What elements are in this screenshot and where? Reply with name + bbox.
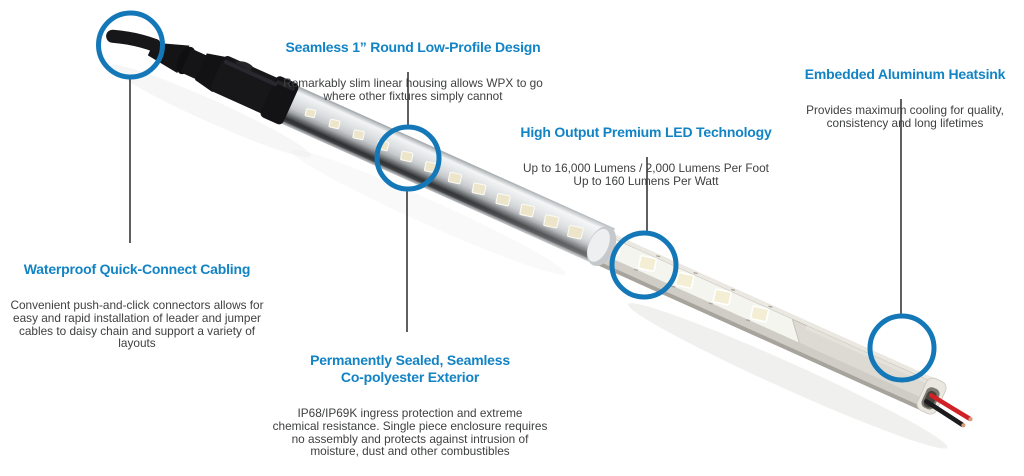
- callout-body: Up to 16,000 Lumens / 2,000 Lumens Per F…: [523, 161, 769, 188]
- product-illustration: [96, 10, 973, 449]
- highlight-circle-heatsink: [867, 313, 937, 383]
- callout-body: IP68/IP69K ingress protection and extrem…: [272, 406, 548, 459]
- callout-seamless-design: Seamless 1” Round Low-Profile Design Rem…: [243, 21, 583, 121]
- led-chip: [328, 118, 341, 130]
- fixture-heatsink-end: [916, 377, 973, 428]
- highlight-circles: [96, 10, 937, 383]
- callout-quick-connect-cabling: Waterproof Quick-Connect Cabling Conveni…: [0, 243, 287, 368]
- callout-body: Remarkably slim linear housing allows WP…: [283, 76, 543, 103]
- led-chip: [447, 171, 463, 185]
- callout-title: Embedded Aluminum Heatsink: [804, 66, 1006, 82]
- led-chip: [400, 150, 414, 163]
- callout-title: High Output Premium LED Technology: [520, 124, 772, 140]
- callout-body: Convenient push-and-click connectors all…: [10, 298, 264, 351]
- led-chip: [708, 288, 736, 306]
- led-chip: [567, 224, 584, 240]
- soft-shadow: [110, 64, 948, 449]
- highlight-circle-cabling: [96, 10, 165, 80]
- wire-tip: [961, 423, 966, 428]
- led-chip: [352, 129, 365, 141]
- highlight-circle-led: [609, 230, 679, 300]
- led-chip: [304, 108, 317, 119]
- callout-body: Provides maximum cooling for quality, co…: [806, 103, 1004, 130]
- highlight-circle-seamless: [374, 124, 442, 192]
- wire-black: [924, 399, 965, 427]
- callout-lines: [129, 72, 902, 332]
- led-chip: [671, 271, 698, 289]
- led-chip: [471, 182, 487, 196]
- led-chip: [495, 192, 511, 207]
- callout-title: Waterproof Quick-Connect Cabling: [23, 261, 251, 277]
- tube-cutaway-edge: [586, 226, 617, 266]
- callout-sealed-exterior: Permanently Sealed, Seamless Co-polyeste…: [245, 334, 575, 476]
- callout-title: Permanently Sealed, Seamless Co-polyeste…: [310, 352, 510, 385]
- wire-tip: [968, 417, 973, 422]
- callout-title: Seamless 1” Round Low-Profile Design: [285, 39, 541, 55]
- fixture-cable: [106, 29, 162, 52]
- led-chip: [519, 203, 536, 218]
- led-chip: [543, 214, 560, 229]
- wire-red: [929, 393, 972, 421]
- led-chip: [633, 254, 661, 273]
- led-chip: [745, 305, 773, 323]
- callout-aluminum-heatsink: Embedded Aluminum Heatsink Provides maxi…: [765, 48, 1024, 148]
- fixture-connector: [106, 29, 299, 125]
- callout-led-technology: High Output Premium LED Technology Up to…: [491, 106, 801, 206]
- product-feature-diagram: Seamless 1” Round Low-Profile Design Rem…: [0, 10, 1024, 458]
